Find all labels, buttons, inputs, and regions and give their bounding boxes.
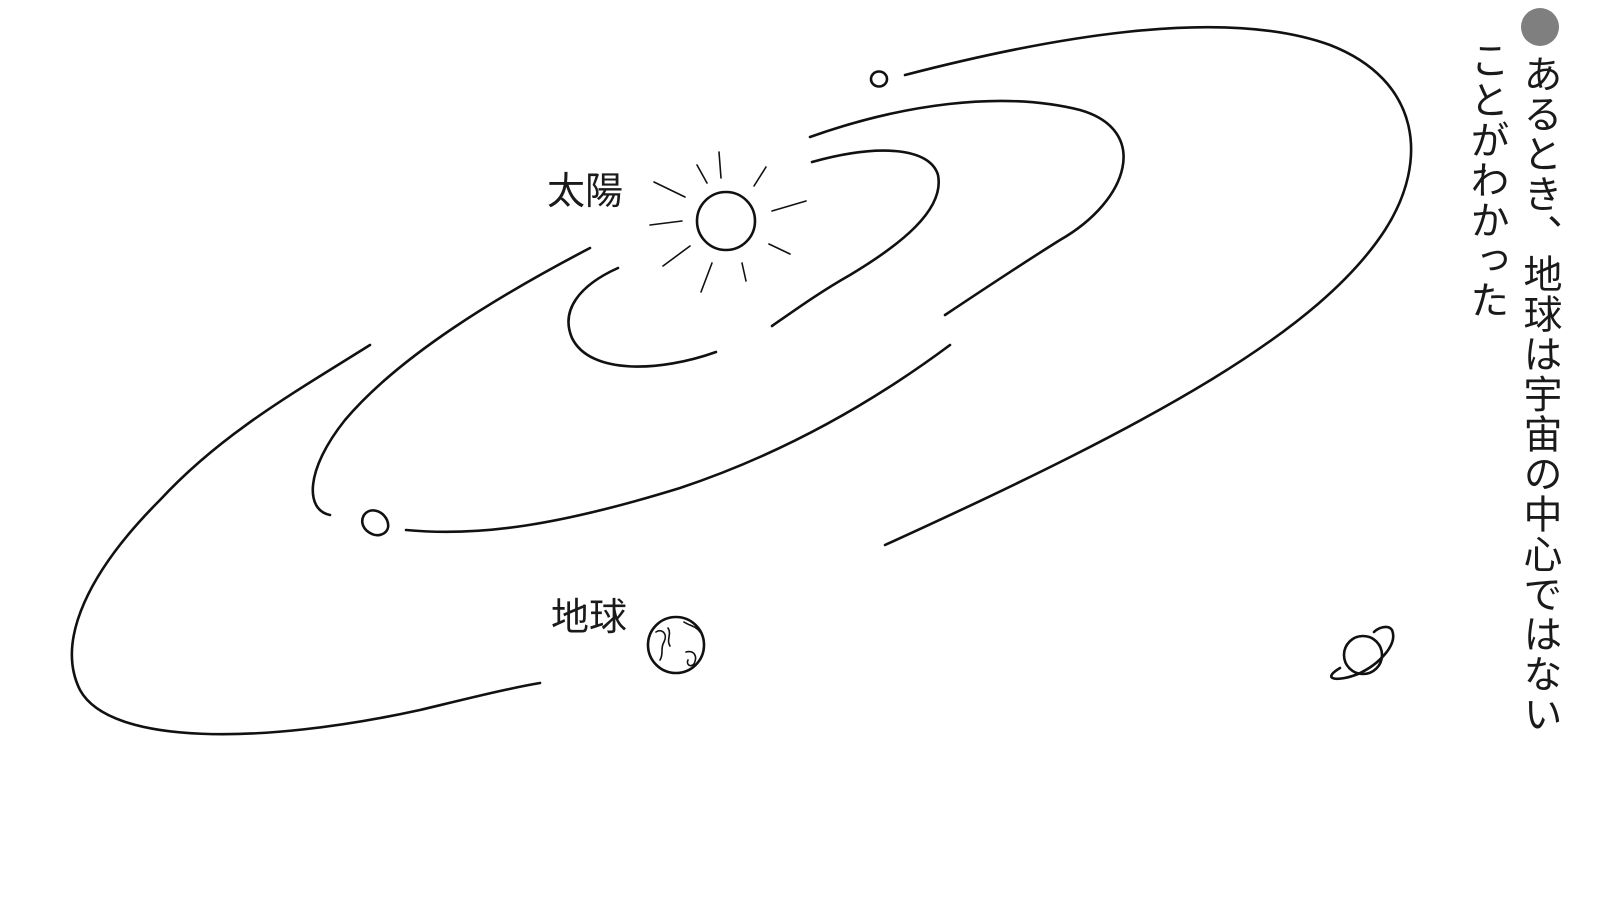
small-planet-top: [869, 70, 889, 88]
outer-orbit: [70, 25, 1413, 736]
sun-label: 太陽: [547, 169, 624, 213]
sun-icon: [649, 151, 807, 293]
middle-orbit: [311, 99, 1125, 534]
earth-icon: [646, 615, 706, 675]
caption-bullet-icon: [1521, 8, 1559, 46]
earth-label: 地球: [551, 595, 628, 639]
small-planet-left: [360, 509, 390, 537]
caption-line-2: ことがわかった: [1464, 40, 1509, 320]
saturn-icon: [1330, 625, 1395, 681]
inner-orbit: [567, 149, 941, 368]
caption-line-1: あるとき、地球は宇宙の中心ではない: [1517, 54, 1562, 734]
